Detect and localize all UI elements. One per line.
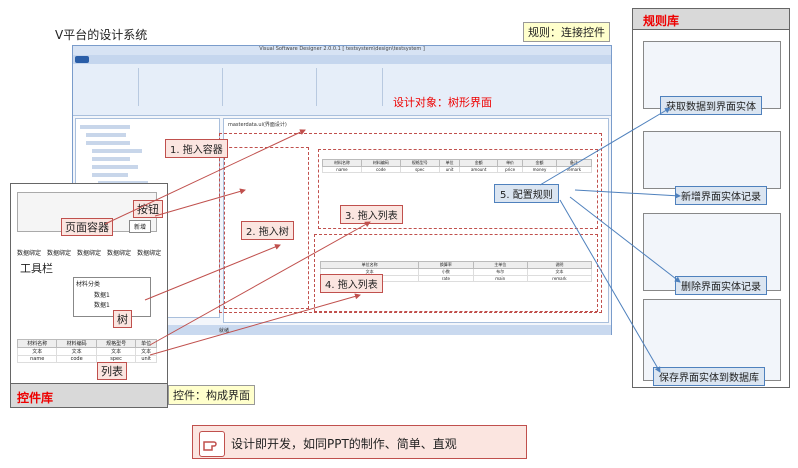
ribbon-group-4 — [323, 68, 383, 106]
control-compose-callout: 控件：构成界面 — [168, 385, 255, 405]
tree-line — [92, 165, 138, 169]
ribbon-group-1 — [79, 68, 139, 106]
tree-line — [92, 173, 128, 177]
page-container-outline — [219, 133, 602, 313]
app-menu-button[interactable] — [75, 56, 89, 63]
rule-connect-callout: 规则：连接控件 — [523, 22, 610, 42]
step-4-callout: 4. 拖入列表 — [320, 274, 383, 293]
pointing-hand-icon — [199, 431, 225, 457]
top-grid-cell: remark — [555, 166, 593, 173]
list-label: 列表 — [97, 362, 127, 380]
tree-line — [92, 149, 142, 153]
toolbar-item[interactable]: 数据绑定 — [107, 250, 132, 257]
tree-child: 数据1 — [94, 302, 110, 309]
tree-child: 数据1 — [94, 292, 110, 299]
rule-item: 获取数据到界面实体 — [660, 96, 762, 115]
rule-library-header: 规则库 — [632, 8, 790, 30]
page-title: V平台的设计系统 — [55, 28, 148, 42]
toolbar-item[interactable]: 数据绑定 — [77, 250, 102, 257]
bottom-list-outline — [314, 234, 598, 312]
tree-line — [86, 133, 126, 137]
toolbar-item[interactable]: 数据绑定 — [137, 250, 162, 257]
status-text: 就绪 — [219, 328, 230, 334]
control-library-title: 控件库 — [17, 391, 54, 405]
document-tab[interactable]: masterdata.ui(界面设计) — [228, 122, 287, 128]
rule-item: 删除界面实体记录 — [675, 276, 767, 295]
tree-label: 树 — [113, 310, 132, 328]
bottom-note: 设计即开发，如同PPT的制作、简单、直观 — [192, 425, 527, 459]
ribbon-group-2 — [143, 68, 223, 106]
top-list-outline — [318, 149, 598, 229]
top-grid-cell: spec — [399, 166, 440, 173]
ribbon-group-3 — [227, 68, 317, 106]
palette-list-cell: name — [16, 355, 58, 363]
design-canvas[interactable]: masterdata.ui(界面设计) 材料名称材料编码规格型号单位金额单价金额… — [219, 118, 609, 323]
tree-preview[interactable]: 材料分类 数据1 数据1 — [73, 277, 151, 317]
tree-line — [92, 157, 130, 161]
step-3-callout: 3. 拖入列表 — [340, 205, 403, 224]
tree-outline — [224, 147, 309, 309]
tree-root: 材料分类 — [76, 281, 101, 288]
container-label: 页面容器 — [61, 218, 113, 236]
note-text: 设计即开发，如同PPT的制作、简单、直观 — [231, 437, 457, 451]
control-library-header: 控件库 — [10, 383, 168, 408]
tree-line — [80, 125, 130, 129]
design-object-label: 设计对象：树形界面 — [393, 96, 492, 109]
ribbon — [73, 64, 611, 116]
toolbar-item[interactable]: 数据绑定 — [17, 250, 42, 257]
window-title-bar: Visual Software Designer 2.0.0.1 [ tests… — [73, 46, 611, 55]
step-2-callout: 2. 拖入树 — [241, 221, 294, 240]
add-button-preview[interactable]: 新增 — [129, 220, 152, 233]
step-1-callout: 1. 拖入容器 — [165, 139, 228, 158]
toolbar-item[interactable]: 数据绑定 — [47, 250, 72, 257]
toolbar-preview[interactable]: 数据绑定数据绑定数据绑定数据绑定数据绑定 — [17, 248, 163, 258]
toolbar-label: 工具栏 — [17, 260, 56, 276]
control-library-panel: 页面容器 按钮 新增 数据绑定数据绑定数据绑定数据绑定数据绑定 工具栏 材料分类… — [10, 183, 168, 408]
palette-list-cell: unit — [135, 355, 157, 363]
bottom-grid-cell: remark — [526, 275, 593, 282]
step-5-callout: 5. 配置规则 — [494, 184, 559, 203]
top-grid-cell: price — [497, 166, 524, 173]
rule-item: 保存界面实体到数据库 — [653, 367, 765, 386]
rule-library-title: 规则库 — [643, 14, 680, 28]
bottom-grid-cell: main — [472, 275, 528, 282]
ribbon-tabs — [73, 55, 611, 64]
tree-line — [86, 141, 130, 145]
status-bar: 就绪 — [73, 325, 611, 335]
